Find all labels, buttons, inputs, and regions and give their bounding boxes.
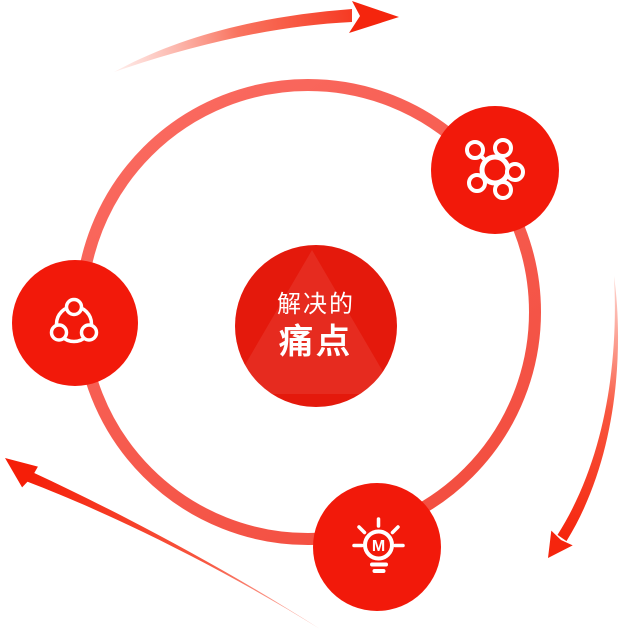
lightbulb-icon: M [352,517,405,573]
network-icon [465,138,525,200]
satellite-idea-circle: M [313,483,441,611]
triangle-watermark [235,250,396,394]
satellite-network-circle [431,106,559,234]
share-icon [49,297,99,344]
satellite-share-circle [12,260,138,386]
center-circle: 解决的 痛点 [235,245,397,407]
arrow-top-right [114,1,399,72]
center-title-line1: 解决的 [277,290,355,318]
bulb-letter: M [372,538,385,555]
center-title-line2: 痛点 [279,322,353,361]
arrow-bottom-left [5,458,320,629]
arrow-right-down [548,276,619,558]
